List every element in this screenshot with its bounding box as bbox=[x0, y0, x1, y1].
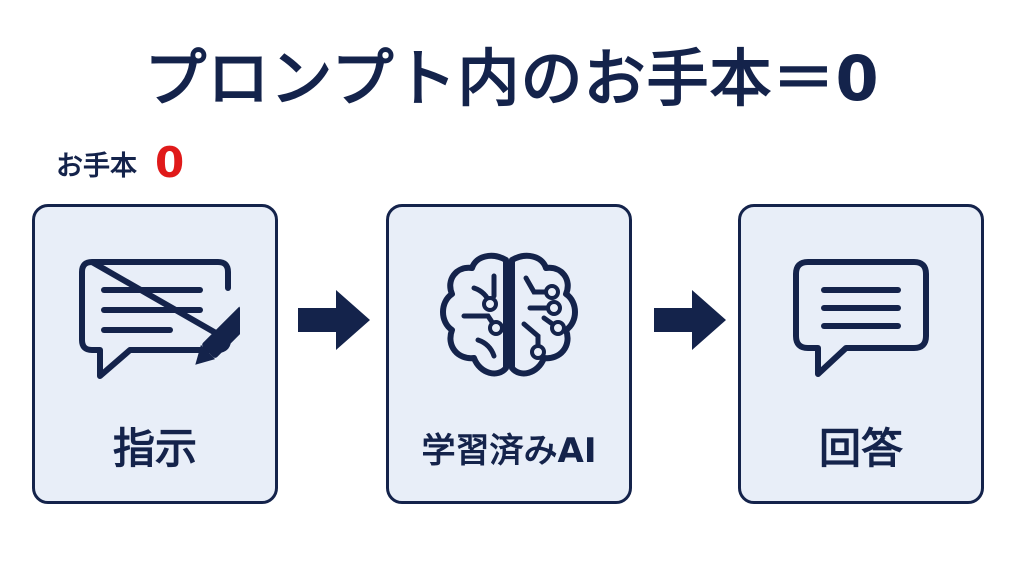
speech-bubble-pencil-icon bbox=[35, 243, 275, 393]
right-arrow-icon bbox=[298, 290, 370, 350]
example-count-label: お手本 0 bbox=[56, 142, 184, 184]
answer-box: 回答 bbox=[738, 204, 984, 504]
speech-bubble-icon bbox=[741, 243, 981, 393]
trained-ai-box: 学習済みAI bbox=[386, 204, 632, 504]
example-label-text: お手本 bbox=[56, 150, 137, 182]
answer-label: 回答 bbox=[818, 424, 903, 473]
page-title: プロンプト内のお手本＝0 bbox=[144, 42, 880, 115]
brain-circuit-icon bbox=[389, 243, 629, 393]
right-arrow-icon bbox=[654, 290, 726, 350]
instruction-label: 指示 bbox=[112, 424, 197, 473]
trained-ai-label: 学習済みAI bbox=[421, 431, 597, 471]
instruction-box: 指示 bbox=[32, 204, 278, 504]
example-count-value: 0 bbox=[155, 138, 185, 187]
